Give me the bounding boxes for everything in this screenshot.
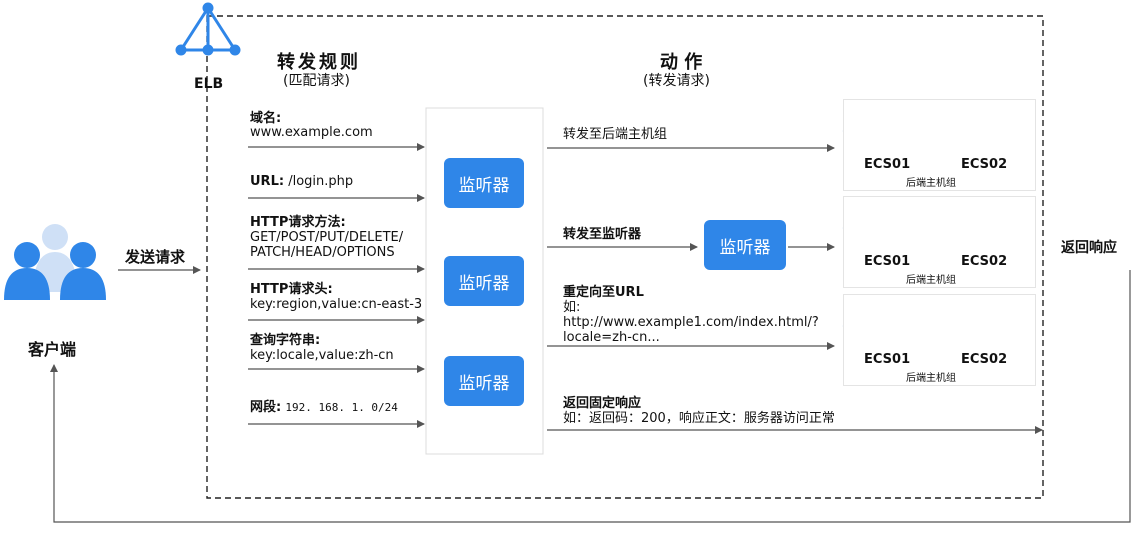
rule-header-value: key:region,value:cn-east-3 xyxy=(250,297,423,312)
listener-box-4: 监听器 xyxy=(704,220,786,270)
rule-domain-value: www.example.com xyxy=(250,125,373,140)
rule-url-value: /login.php xyxy=(288,174,354,189)
ecs-label: ECS01 xyxy=(864,254,911,269)
listener-box-1: 监听器 xyxy=(444,158,524,208)
rule-query-value: key:locale,value:zh-cn xyxy=(250,348,394,363)
rule-cidr-value: 192. 168. 1. 0/24 xyxy=(285,401,398,414)
action-redirect-line1: 如: xyxy=(563,300,581,315)
backend-group-label: 后端主机组 xyxy=(906,275,956,286)
rules-title: 转发规则 xyxy=(277,52,361,73)
action-fixed-desc: 如：返回码：200，响应正文：服务器访问正常 xyxy=(563,411,835,426)
elb-boundary xyxy=(206,15,1044,499)
action-redirect-line2: http://www.example1.com/index.html/? xyxy=(563,315,819,330)
rule-header-title: HTTP请求头: xyxy=(250,282,333,297)
ecs-label: ECS02 xyxy=(961,352,1008,367)
return-response-path xyxy=(50,270,1131,523)
action-redirect-title: 重定向至URL xyxy=(563,285,644,300)
rule-url: URL: /login.php xyxy=(250,174,353,190)
elb-logo-icon xyxy=(175,2,241,56)
return-response-label: 返回响应 xyxy=(1061,240,1117,256)
rule-url-title: URL: xyxy=(250,174,285,189)
action-forward-group: 转发至后端主机组 xyxy=(563,127,668,142)
rule-arrows xyxy=(248,143,425,428)
client-users-icon xyxy=(4,224,106,300)
backend-group-1: ECS01 ECS02 后端主机组 xyxy=(843,99,1036,191)
elb-label: ELB xyxy=(194,76,224,92)
action-forward-listener: 转发至监听器 xyxy=(563,227,642,242)
rule-method-line2: PATCH/HEAD/OPTIONS xyxy=(250,245,395,260)
listener-box-2: 监听器 xyxy=(444,256,524,306)
client-label: 客户端 xyxy=(28,340,77,359)
backend-group-label: 后端主机组 xyxy=(906,373,956,384)
rule-domain-title: 域名: xyxy=(250,111,282,126)
rule-cidr: 网段: 192. 168. 1. 0/24 xyxy=(250,400,398,416)
action-redirect-line3: locale=zh-cn... xyxy=(563,330,660,345)
rule-method-title: HTTP请求方法: xyxy=(250,215,346,230)
actions-subtitle: (转发请求) xyxy=(643,73,710,89)
send-request-label: 发送请求 xyxy=(125,248,186,266)
ecs-label: ECS02 xyxy=(961,254,1008,269)
rule-query-title: 查询字符串: xyxy=(250,333,321,348)
listener-box-3: 监听器 xyxy=(444,356,524,406)
ecs-label: ECS01 xyxy=(864,157,911,172)
ecs-label: ECS01 xyxy=(864,352,911,367)
backend-group-3: ECS01 ECS02 后端主机组 xyxy=(843,294,1036,386)
actions-title: 动 作 xyxy=(660,52,703,73)
rules-subtitle: (匹配请求) xyxy=(283,73,350,89)
action-arrows xyxy=(547,144,1043,434)
backend-group-2: ECS01 ECS02 后端主机组 xyxy=(843,196,1036,288)
ecs-label: ECS02 xyxy=(961,157,1008,172)
rule-method-line1: GET/POST/PUT/DELETE/ xyxy=(250,230,404,245)
rule-cidr-title: 网段: xyxy=(250,400,282,415)
backend-group-label: 后端主机组 xyxy=(906,178,956,189)
action-fixed-title: 返回固定响应 xyxy=(563,396,642,411)
